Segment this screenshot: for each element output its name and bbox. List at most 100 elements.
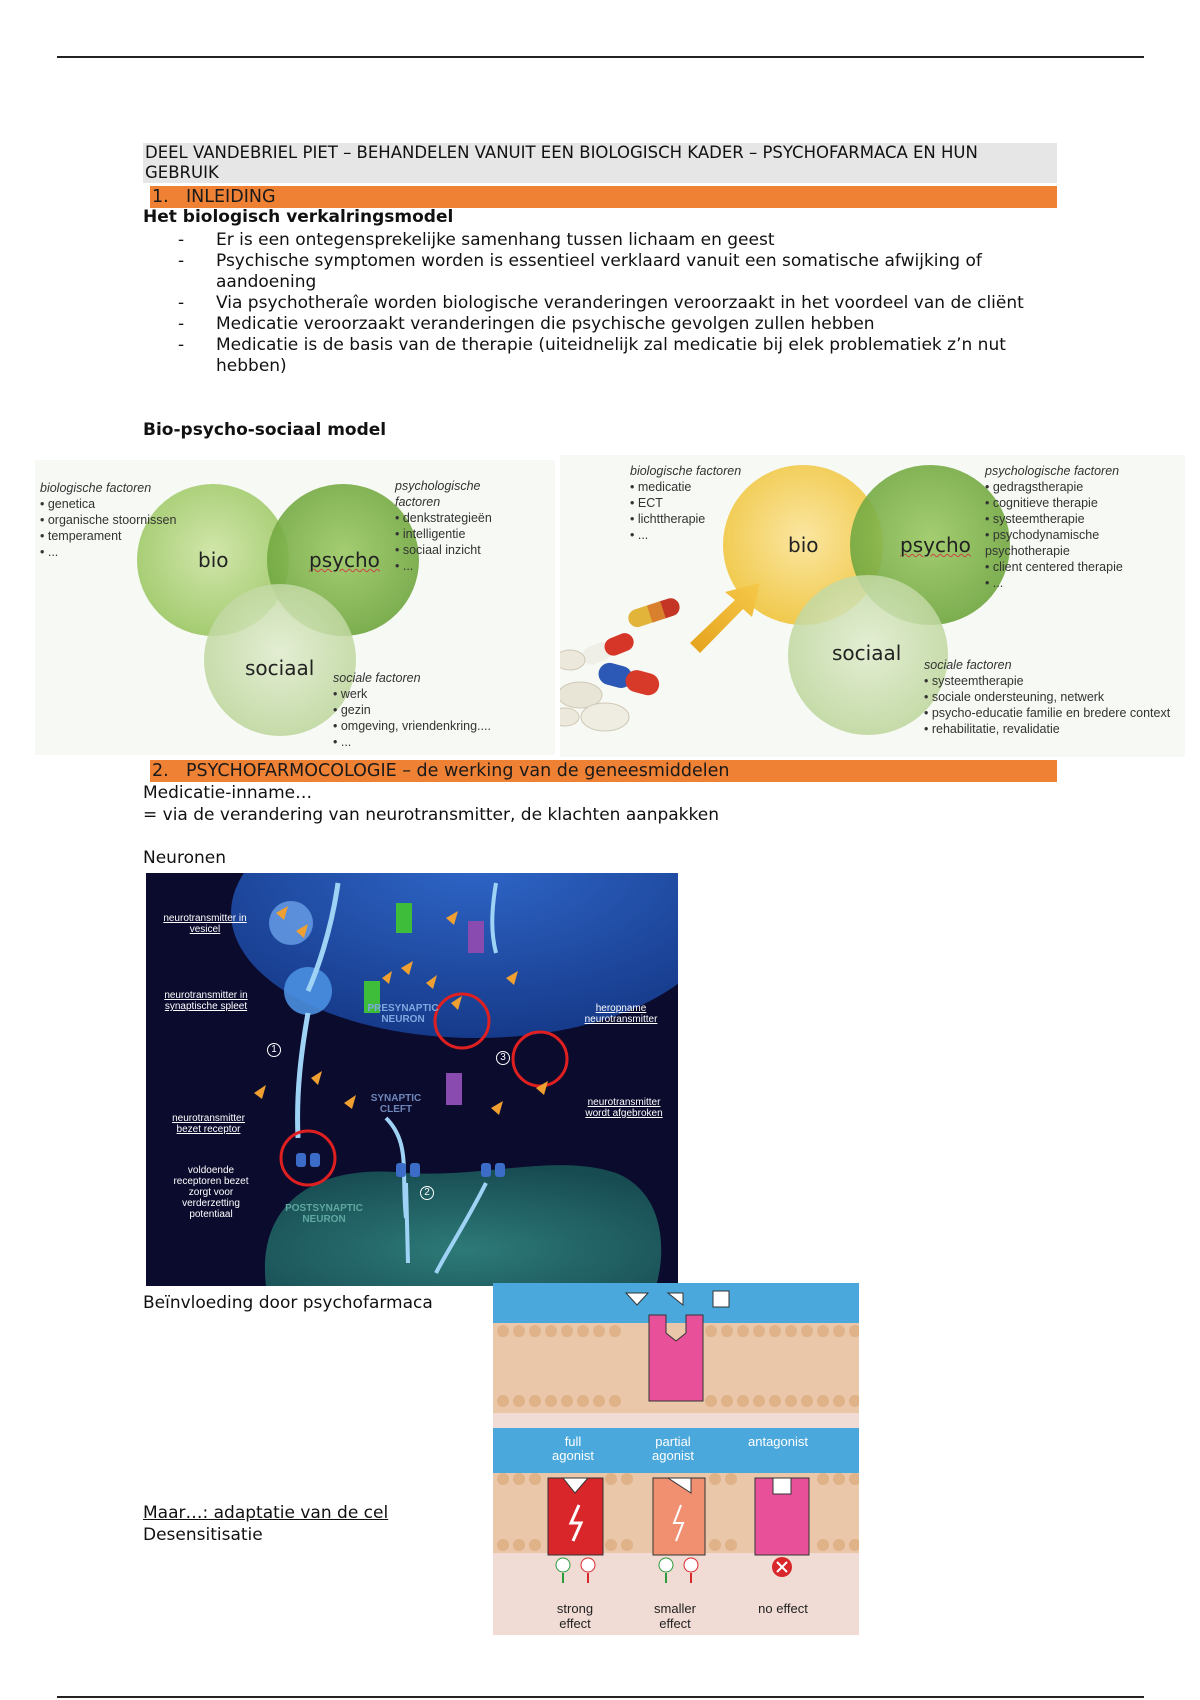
label-smaller-effect: smaller effect — [654, 1601, 696, 1631]
label-broken-down: neurotransmitter wordt afgebroken — [585, 1097, 663, 1119]
venn-diagram-right: bio psycho sociaal biologische factoren … — [560, 455, 1185, 757]
section-1-title: INLEIDING — [186, 187, 276, 207]
factor-item: sociaal inzicht — [402, 543, 481, 557]
label-postsynaptic: POSTSYNAPTIC NEURON — [285, 1203, 363, 1225]
receptor-partial-agonist — [652, 1477, 706, 1556]
model-1-bullets: Er is een ontegensprekelijke samenhang t… — [178, 230, 1058, 377]
factor-item: intelligentie — [402, 527, 466, 541]
factor-item: omgeving, vriendenkring.... — [340, 719, 491, 733]
section-1-number: 1. — [152, 187, 169, 207]
factor-item: ECT — [637, 496, 663, 510]
venn-label-sociaal: sociaal — [245, 656, 315, 680]
list-item: Medicatie is de basis van de therapie (u… — [178, 335, 1058, 377]
venn-right-bio-factors: biologische factoren • medicatie • ECT •… — [630, 463, 780, 543]
venn-label-bio: bio — [788, 533, 819, 557]
section-2-heading: 2.PSYCHOFARMOCOLOGIE – de werking van de… — [150, 760, 1057, 782]
list-item: Via psychotheraîe worden biologische ver… — [178, 293, 1058, 314]
factor-item: psycho-educatie familie en bredere conte… — [931, 706, 1171, 720]
venn-label-bio: bio — [198, 548, 229, 572]
factor-item: denkstrategieën — [402, 511, 492, 525]
factor-item: ... — [992, 576, 1004, 590]
ligand-square-icon — [712, 1290, 730, 1308]
list-item: Er is een ontegensprekelijke samenhang t… — [178, 230, 1058, 251]
section-1-heading: 1. INLEIDING — [150, 186, 1057, 208]
factor-item: genetica — [47, 497, 96, 511]
venn-circle-sociaal — [204, 584, 356, 736]
factor-item: lichttherapie — [637, 512, 706, 526]
ligand-partial-icon — [666, 1292, 684, 1307]
venn-left-psycho-factors: psychologische factoren • denkstrategieë… — [395, 479, 492, 573]
factor-item: ... — [637, 528, 649, 542]
influence-label: Beïnvloeding door psychofarmaca — [143, 1293, 433, 1313]
factor-item: systeemtherapie — [931, 674, 1024, 688]
factor-item: client centered therapie — [992, 560, 1123, 574]
venn-circle-sociaal — [788, 575, 948, 735]
venn-right-psycho-factors: psychologische factoren • gedragstherapi… — [985, 463, 1183, 591]
presynaptic-neuron — [231, 873, 678, 1038]
intake-line-2: = via de verandering van neurotransmitte… — [143, 805, 719, 825]
document-title: DEEL VANDEBRIEL PIET – BEHANDELEN VANUIT… — [143, 143, 1057, 183]
factor-item: psychodynamische psychotherapie — [985, 528, 1100, 558]
factor-item: gedragstherapie — [992, 480, 1084, 494]
label-antagonist: antagonist — [748, 1434, 808, 1449]
venn-diagram-left: bio psycho sociaal biologische factoren … — [35, 460, 555, 755]
label-presynaptic: PRESYNAPTIC NEURON — [367, 1003, 439, 1025]
venn-left-bio-factors: biologische factoren • genetica • organi… — [40, 480, 220, 560]
venn-label-sociaal: sociaal — [832, 641, 902, 665]
arrow-icon — [690, 583, 760, 653]
label-sufficient-receptors: voldoende receptoren bezet zorgt voor ve… — [173, 1165, 249, 1220]
label-nt-bound: neurotransmitter bezet receptor — [172, 1113, 245, 1135]
factor-item: ... — [402, 559, 414, 573]
label-nt-vesicle: neurotransmitter in vesicel — [163, 913, 247, 935]
factor-item: werk — [340, 687, 368, 701]
synapse-illustration — [231, 873, 678, 1286]
pills-icon — [560, 598, 680, 732]
factor-item: cognitieve therapie — [992, 496, 1098, 510]
label-reuptake: heropname neurotransmitter — [584, 1003, 658, 1025]
venn-label-psycho: psycho — [309, 548, 380, 572]
step-number-2: 2 — [420, 1186, 434, 1200]
receptor-illustration — [493, 1283, 859, 1583]
bottom-rule — [57, 1696, 1144, 1698]
factor-title: psychologische factoren — [395, 479, 481, 509]
factor-title: psychologische factoren — [985, 464, 1120, 478]
list-item: Medicatie veroorzaakt veranderingen die … — [178, 314, 1058, 335]
venn-right-sociaal-factors: sociale factoren • systeemtherapie • soc… — [924, 657, 1182, 737]
venn-left-circles — [137, 484, 419, 736]
step-number-1: 1 — [267, 1043, 281, 1057]
venn-label-psycho: psycho — [900, 533, 971, 557]
label-partial-agonist: partial agonist — [652, 1434, 694, 1463]
intake-line-1: Medicatie-inname… — [143, 783, 313, 803]
factor-title: biologische factoren — [630, 464, 742, 478]
model-2-heading: Bio-psycho-sociaal model — [143, 420, 387, 440]
ligand-triangle-icon — [624, 1292, 650, 1306]
model-1-heading: Het biologisch verkalringsmodel — [143, 207, 454, 227]
neuronen-label: Neuronen — [143, 848, 226, 868]
receptor-agonist-figure: full agonist partial agonist antagonist … — [493, 1283, 859, 1635]
factor-item: medicatie — [637, 480, 692, 494]
label-strong-effect: strong effect — [556, 1601, 594, 1631]
factor-item: organische stoornissen — [47, 513, 177, 527]
factor-item: systeemtherapie — [992, 512, 1085, 526]
top-rule — [57, 56, 1144, 58]
step-number-3: 3 — [496, 1051, 510, 1065]
factor-item: sociale ondersteuning, netwerk — [931, 690, 1105, 704]
label-no-effect: no effect — [758, 1601, 808, 1616]
label-nt-cleft: neurotransmitter in synaptische spleet — [164, 990, 248, 1012]
venn-right-circles — [560, 465, 1010, 735]
section-2-title: PSYCHOFARMOCOLOGIE – de werking van de g… — [186, 761, 730, 781]
neuron-synapse-figure: neurotransmitter in vesicel neurotransmi… — [146, 873, 678, 1286]
factor-title: biologische factoren — [40, 481, 152, 495]
factor-title: sociale factoren — [924, 658, 1012, 672]
factor-item: ... — [47, 545, 59, 559]
list-item: Psychische symptomen worden is essentiee… — [178, 251, 1058, 293]
label-synaptic-cleft: SYNAPTIC CLEFT — [370, 1093, 422, 1115]
factor-item: temperament — [47, 529, 122, 543]
adaptation-label: Maar…: adaptatie van de cel — [143, 1503, 389, 1523]
label-full-agonist: full agonist — [552, 1434, 594, 1463]
factor-item: rehabilitatie, revalidatie — [931, 722, 1060, 736]
venn-left-sociaal-factors: sociale factoren • werk • gezin • omgevi… — [333, 670, 543, 750]
desensitisation-label: Desensitisatie — [143, 1525, 263, 1545]
receptor-pink-top — [648, 1314, 704, 1402]
factor-item: ... — [340, 735, 352, 749]
